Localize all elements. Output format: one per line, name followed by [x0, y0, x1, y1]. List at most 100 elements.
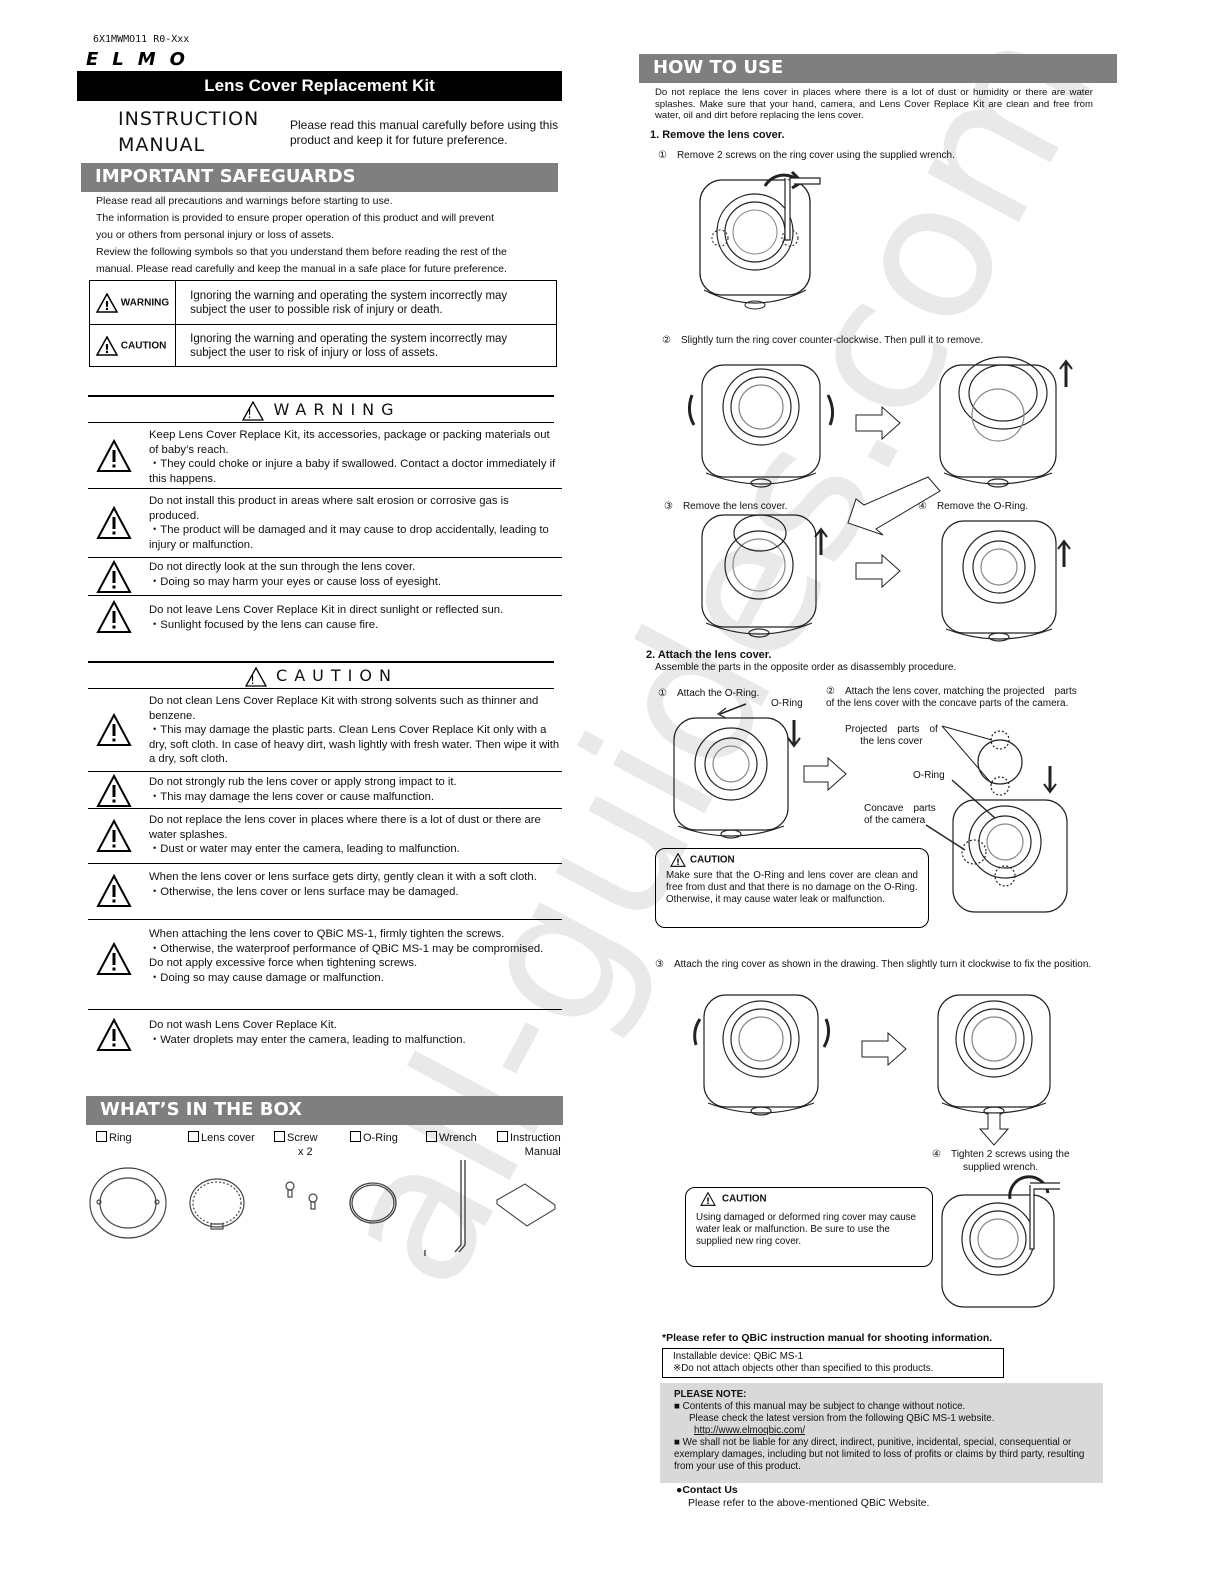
checkbox-icon — [350, 1131, 361, 1142]
warning-item: Keep Lens Cover Replace Kit, its accesso… — [88, 425, 562, 489]
checkbox-icon — [274, 1131, 285, 1142]
step2-3: ③ Attach the ring cover as shown in the … — [655, 959, 1092, 970]
warning-item: Do not install this product in areas whe… — [88, 489, 562, 558]
caution-heading-icon: ! — [244, 666, 268, 687]
label-oring-1: O-Ring — [771, 698, 803, 709]
brand-text: ELMO — [86, 50, 199, 68]
contact-us: ●Contact Us Please refer to the above-me… — [676, 1484, 930, 1509]
box-heading: WHAT’S IN THE BOX — [86, 1096, 563, 1125]
checkbox-icon — [497, 1131, 508, 1142]
step2-1-2-drawings — [673, 703, 1068, 913]
manual-note: Please read this manual carefully before… — [290, 118, 559, 147]
box-item-ring: Ring — [96, 1131, 132, 1144]
right-arrow-icon — [855, 553, 901, 589]
manual-title: INSTRUCTION MANUAL — [118, 108, 260, 156]
warning-icon — [96, 560, 132, 593]
shooting-info-note: *Please refer to QBiC instruction manual… — [662, 1332, 993, 1344]
caution-icon — [96, 874, 132, 907]
step2-subtitle: Assemble the parts in the opposite order… — [655, 662, 957, 673]
step1-1: ① Remove 2 screws on the ring cover usin… — [658, 150, 955, 161]
step2-3-4-drawings — [693, 994, 1060, 1308]
camera-turn-drawing — [687, 364, 835, 488]
caution-icon — [96, 819, 132, 852]
step2-1: ① Attach the O-Ring. — [658, 688, 760, 699]
svg-text:!: ! — [104, 299, 109, 313]
camera-ring-fixed-drawing — [937, 994, 1051, 1116]
ring-drawing — [89, 1167, 167, 1239]
camera-tighten-screws-drawing — [941, 1175, 1060, 1308]
oring-drawing — [349, 1182, 397, 1224]
right-arrow-icon — [855, 405, 901, 441]
caution-item: Do not strongly rub the lens cover or ap… — [88, 772, 562, 809]
caution-triangle-icon: ! — [96, 335, 118, 356]
box-item-oring: O-Ring — [350, 1131, 398, 1144]
symbol-row-warning: ! WARNING Ignoring the warning and opera… — [88, 280, 557, 325]
camera-pull-drawing — [939, 356, 1073, 488]
right-arrow-icon — [861, 1031, 907, 1067]
caution-icon — [96, 1018, 132, 1051]
checkbox-icon — [426, 1131, 437, 1142]
screw-drawing — [285, 1181, 318, 1210]
box-item-lens-cover: Lens cover — [188, 1131, 255, 1144]
caution-item: Do not replace the lens cover in places … — [88, 809, 562, 864]
caution-symbol-text: Ignoring the warning and operating the s… — [175, 324, 557, 367]
kit-title: Lens Cover Replacement Kit — [77, 71, 562, 101]
camera-attach-lens-drawing — [925, 725, 1068, 913]
caution-triangle-icon: ! — [670, 853, 686, 867]
elmo-logo: ELMO — [86, 50, 199, 68]
svg-text:!: ! — [706, 1196, 710, 1206]
box-contents-drawing — [89, 1160, 557, 1256]
caution-item: When attaching the lens cover to QBiC MS… — [88, 920, 562, 1010]
caution-item: Do not clean Lens Cover Replace Kit with… — [88, 691, 562, 772]
camera-remove-lens-drawing — [701, 514, 828, 638]
manual-drawing — [495, 1183, 557, 1227]
caution-item: When the lens cover or lens surface gets… — [88, 864, 562, 920]
wrench-icon — [784, 177, 821, 241]
warning-icon — [96, 506, 132, 539]
camera-remove-oring-drawing — [941, 520, 1071, 642]
diagonal-arrow-icon — [847, 476, 941, 536]
camera-attach-oring-drawing — [673, 703, 801, 839]
wrench-drawing — [424, 1160, 466, 1256]
elmoqbic-link[interactable]: http://www.elmoqbic.com/ — [694, 1425, 806, 1436]
svg-text:!: ! — [676, 857, 680, 867]
installable-device-box: Installable device: QBiC MS-1 ※Do not at… — [662, 1348, 1004, 1378]
please-note-box: PLEASE NOTE: ■ Contents of this manual m… — [660, 1383, 1103, 1483]
caution-item: Do not wash Lens Cover Replace Kit.・Wate… — [88, 1010, 562, 1058]
lens-cover-drawing — [189, 1178, 245, 1230]
step1-2-4-drawings — [687, 356, 1073, 642]
svg-text:!: ! — [104, 342, 109, 356]
caution-icon — [96, 942, 132, 975]
step1-1-camera-drawing — [699, 170, 821, 310]
svg-text:!: ! — [248, 407, 260, 421]
warning-item: Do not leave Lens Cover Replace Kit in d… — [88, 596, 562, 638]
step2-title: 2. Attach the lens cover. — [646, 649, 772, 661]
camera-attach-ring-drawing — [693, 994, 831, 1116]
step1-2: ② Slightly turn the ring cover counter-c… — [662, 335, 984, 346]
svg-text:!: ! — [250, 673, 262, 687]
warning-heading: !WARNING — [88, 395, 554, 423]
caution-icon — [96, 774, 132, 807]
box-item-wrench: Wrench — [426, 1131, 477, 1144]
symbol-row-caution: ! CAUTION Ignoring the warning and opera… — [88, 324, 557, 367]
step1-3: ③ Remove the lens cover. — [664, 501, 788, 512]
warning-icon — [96, 600, 132, 633]
label-oring-2: O-Ring — [913, 770, 945, 781]
warning-symbol: ! WARNING — [88, 280, 177, 325]
safeguards-heading: IMPORTANT SAFEGUARDS — [81, 163, 558, 192]
step2-2: ② Attach the lens cover, matching the pr… — [826, 686, 1077, 709]
wrench-icon — [1029, 1182, 1060, 1250]
warning-triangle-icon: ! — [96, 292, 118, 313]
down-arrow-icon — [978, 1112, 1010, 1146]
step1-4: ④ Remove the O-Ring. — [918, 501, 1029, 512]
caution-icon — [96, 713, 132, 746]
caution-triangle-icon: ! — [700, 1192, 716, 1206]
caution-symbol: ! CAUTION — [88, 324, 177, 367]
step1-title: 1. Remove the lens cover. — [650, 129, 785, 141]
warning-item: Do not directly look at the sun through … — [88, 558, 562, 596]
